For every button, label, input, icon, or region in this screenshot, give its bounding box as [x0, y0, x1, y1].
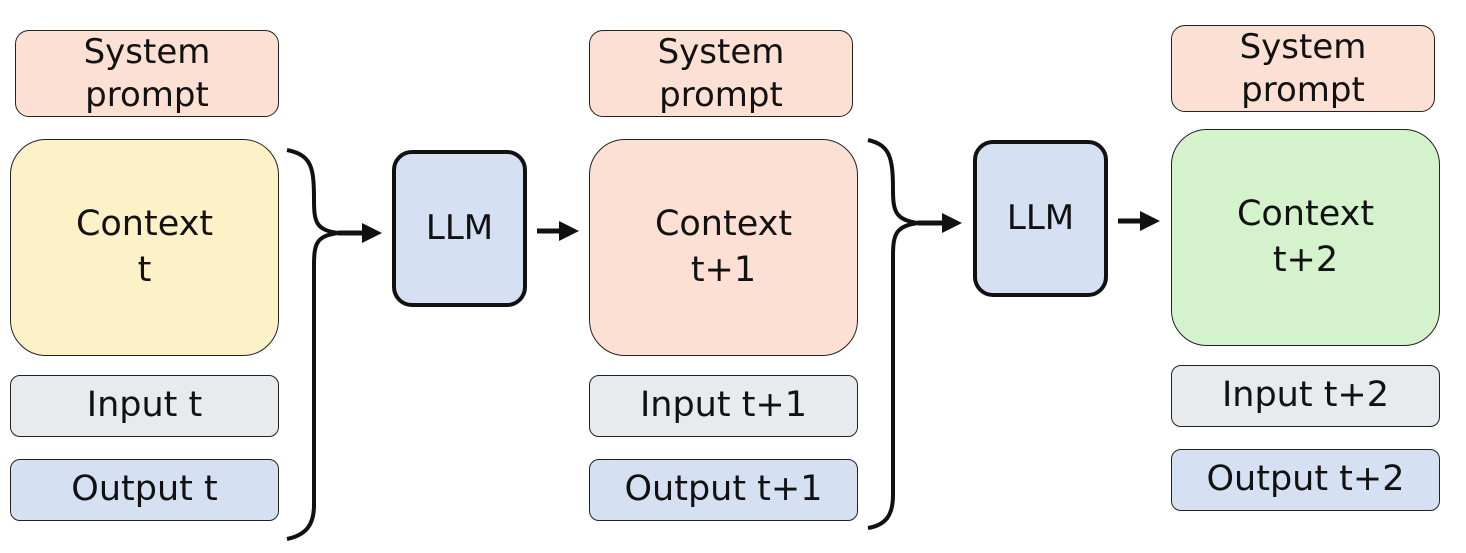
- context-t1: Context t+1: [589, 139, 858, 356]
- system-prompt-t1-line2: prompt: [659, 74, 783, 115]
- context-t-line1: Context: [75, 204, 214, 244]
- context-t1-line1: Context: [654, 204, 793, 244]
- input-t: Input t: [10, 375, 279, 437]
- system-prompt-t-line2: prompt: [85, 74, 209, 115]
- system-prompt-t: System prompt: [15, 30, 279, 117]
- output-t1: Output t+1: [589, 459, 858, 521]
- input-t2-label: Input t+2: [1221, 375, 1390, 416]
- context-t2: Context t+2: [1171, 129, 1440, 346]
- system-prompt-t2: System prompt: [1171, 25, 1435, 112]
- llm-box-2: LLM: [973, 140, 1108, 297]
- system-prompt-t1: System prompt: [589, 30, 853, 117]
- context-t2-line2: t+2: [1272, 239, 1339, 280]
- context-t1-line2: t+1: [690, 249, 757, 290]
- input-t1-label: Input t+1: [639, 385, 808, 426]
- system-prompt-t2-line1: System: [1239, 27, 1367, 67]
- system-prompt-t2-line2: prompt: [1241, 69, 1365, 110]
- output-t2: Output t+2: [1171, 449, 1440, 511]
- output-t1-label: Output t+1: [624, 469, 823, 510]
- output-t: Output t: [10, 459, 279, 521]
- input-t1: Input t+1: [589, 375, 858, 437]
- llm-box-1: LLM: [392, 150, 527, 307]
- llm-1-label: LLM: [425, 208, 494, 249]
- input-t-label: Input t: [86, 385, 203, 426]
- input-t2: Input t+2: [1171, 365, 1440, 427]
- context-t2-line1: Context: [1236, 194, 1375, 234]
- system-prompt-t1-line1: System: [657, 32, 785, 72]
- output-t2-label: Output t+2: [1206, 459, 1405, 500]
- context-t: Context t: [10, 139, 279, 356]
- brace-2: [867, 138, 919, 530]
- output-t-label: Output t: [71, 469, 218, 510]
- llm-2-label: LLM: [1006, 198, 1075, 239]
- system-prompt-t-line1: System: [83, 32, 211, 72]
- context-t-line2: t: [137, 249, 152, 290]
- brace-1: [286, 148, 339, 541]
